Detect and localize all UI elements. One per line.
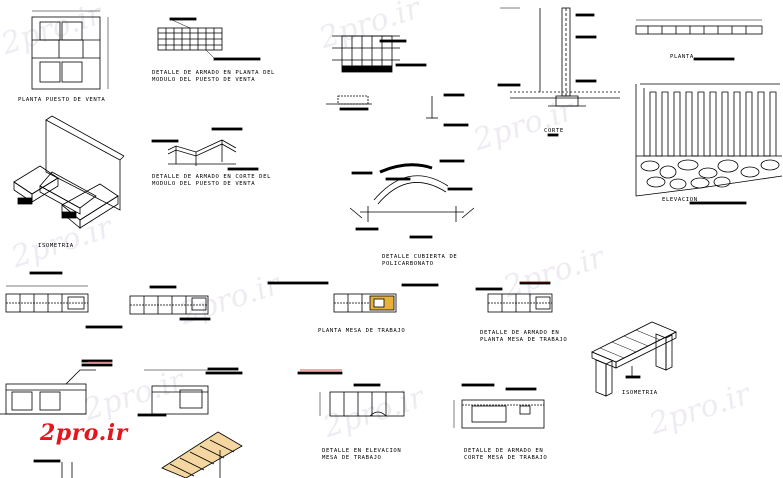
label-armado-corte-line2: MODULO DEL PUESTO DE VENTA <box>152 181 256 187</box>
wall-section-drawing <box>497 7 620 137</box>
label-isometria-stall: ISOMETRIA <box>38 243 74 249</box>
plan-stall-drawing <box>31 10 109 90</box>
label-cubierta-line1: DETALLE CUBIERTA DE <box>382 254 458 260</box>
work-table-plan-drawing <box>267 281 439 313</box>
isometric-work-table-drawing <box>591 321 677 397</box>
table-elevation-second-drawing <box>137 367 243 417</box>
label-armado-planta-mesa-line1: DETALLE DE ARMADO EN <box>480 330 560 336</box>
polycarbonate-roof-drawing <box>349 159 475 239</box>
work-table-rebar-section-drawing <box>453 383 545 429</box>
label-planta-wall: PLANTA <box>670 54 694 60</box>
label-corte: CORTE <box>544 128 564 134</box>
section-module-rebar-drawing <box>151 127 259 171</box>
label-planta-puesto: PLANTA PUESTO DE VENTA <box>18 97 106 103</box>
label-elev-mesa-line2: MESA DE TRABAJO <box>322 455 382 461</box>
plan-module-rebar-drawing <box>157 17 261 61</box>
label-armado-corte-mesa-line1: DETALLE DE ARMADO EN <box>464 448 544 454</box>
work-table-elevation-drawing <box>297 371 405 417</box>
label-cubierta-line2: POLICARBONATO <box>382 261 434 267</box>
site-logo: 2pro.ir <box>40 420 128 446</box>
label-armado-planta-line1: DETALLE DE ARMADO EN PLANTA DEL <box>152 70 275 76</box>
foundation-section-drawing <box>326 35 469 127</box>
wall-elevation-drawing <box>635 83 783 205</box>
table-elevation-left-drawing <box>0 359 113 415</box>
label-planta-mesa: PLANTA MESA DE TRABAJO <box>318 328 406 334</box>
label-elev-mesa-line1: DETALLE EN ELEVACION <box>322 448 402 454</box>
label-armado-planta-line2: MODULO DEL PUESTO DE VENTA <box>152 77 256 83</box>
countertop-rebar-plan-drawing <box>129 285 211 321</box>
work-table-rebar-plan-drawing <box>475 281 553 313</box>
label-armado-corte-line1: DETALLE DE ARMADO EN CORTE DEL <box>152 174 272 180</box>
label-armado-corte-mesa-line2: CORTE MESA DE TRABAJO <box>464 455 548 461</box>
isometric-stall-drawing <box>13 115 125 229</box>
label-isometria-table: ISOMETRIA <box>622 390 658 396</box>
label-elevacion: ELEVACION <box>662 197 698 203</box>
label-armado-planta-mesa-line2: PLANTA MESA DE TRABAJO <box>480 337 568 343</box>
wall-plan-strip-drawing <box>635 19 763 61</box>
countertop-plan-left-drawing <box>5 271 123 329</box>
bottom-isometric-partial-drawing <box>33 431 243 478</box>
